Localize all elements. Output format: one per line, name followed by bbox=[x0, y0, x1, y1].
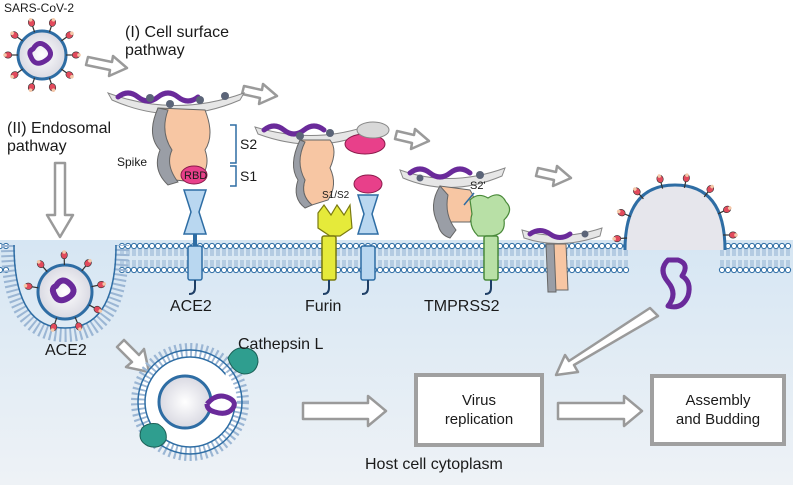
rbd-label: RBD bbox=[184, 170, 208, 182]
arrow-to-replication bbox=[301, 394, 388, 428]
cell-surface-pathway-label: (I) Cell surface pathway bbox=[125, 24, 230, 60]
spike-label: Spike bbox=[117, 155, 148, 169]
arrow-step2 bbox=[240, 82, 279, 106]
s1-label: S1 bbox=[240, 168, 258, 184]
ace2-endosomal-label: ACE2 bbox=[45, 342, 87, 359]
endosome bbox=[131, 343, 259, 461]
arrow-step3 bbox=[393, 127, 431, 151]
s2-label: S2 bbox=[240, 136, 258, 152]
stage4-fusion bbox=[521, 227, 603, 293]
endosomal-pathway-label: (II) Endosomal pathway bbox=[7, 120, 112, 156]
virus-replication-box: Virus replication bbox=[414, 373, 544, 447]
arrow-endosomal-down bbox=[45, 161, 75, 239]
arrow-to-endosome bbox=[115, 338, 151, 374]
stage2-furin bbox=[254, 121, 390, 295]
rbd-domain bbox=[180, 165, 208, 185]
cathepsin-enzyme-top bbox=[227, 347, 259, 375]
ace2-receptor-surface bbox=[182, 189, 208, 235]
furin-protease bbox=[317, 203, 353, 237]
virus-label: SARS-CoV-2 bbox=[4, 1, 75, 15]
cathepsin-label: Cathepsin L bbox=[238, 336, 324, 353]
tmprss2-label: TMPRSS2 bbox=[424, 298, 500, 315]
free-virus bbox=[2, 16, 82, 94]
spike-glycoprotein bbox=[2, 51, 19, 59]
arrow-to-assembly bbox=[556, 394, 644, 428]
assembly-budding-box: Assembly and Budding bbox=[650, 374, 786, 446]
s2-bracket bbox=[230, 124, 237, 164]
host-cytoplasm-label: Host cell cytoplasm bbox=[365, 456, 503, 473]
fused-virion bbox=[611, 172, 739, 310]
flow-arrows bbox=[45, 54, 660, 428]
arrow-step4 bbox=[534, 164, 573, 188]
furin-label: Furin bbox=[305, 298, 342, 315]
arrow-to-surface bbox=[84, 54, 129, 78]
arrow-budding-to-replication bbox=[554, 306, 660, 377]
spike-glycoprotein bbox=[65, 51, 82, 59]
s1s2-cleavage-label: S1/S2 bbox=[322, 190, 350, 201]
s2prime-pointer bbox=[463, 192, 475, 206]
cathepsin-enzyme-bottom bbox=[139, 423, 167, 448]
stage1-binding bbox=[106, 90, 246, 295]
s1-bracket bbox=[230, 165, 237, 187]
tmprss2-protease bbox=[469, 194, 511, 237]
ace2-surface-label: ACE2 bbox=[170, 298, 212, 315]
cytoplasm-region bbox=[0, 240, 793, 485]
s2prime-label: S2' bbox=[470, 180, 486, 192]
stage3-tmprss2 bbox=[399, 166, 511, 295]
endocytosing-virion bbox=[1, 244, 129, 343]
